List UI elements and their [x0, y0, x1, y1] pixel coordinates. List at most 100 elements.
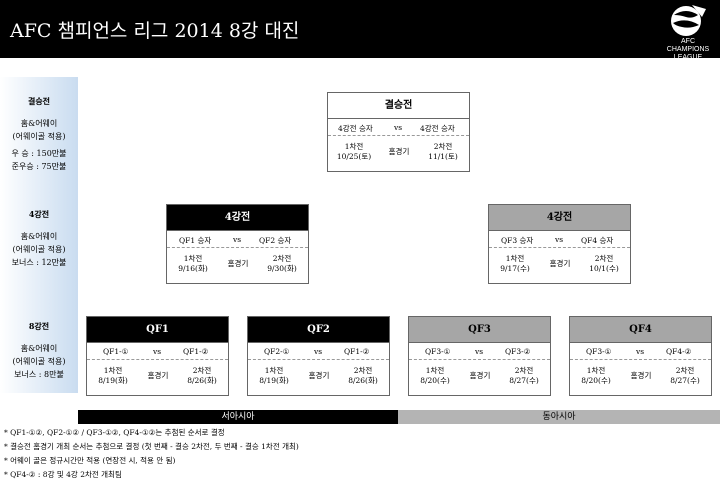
final-leg1: 1차전 10/25(토)	[334, 142, 374, 162]
qf1-leg1: 1차전 8/19(화)	[93, 366, 133, 386]
qf2-matchup: QF2-① vs QF1-②	[248, 343, 389, 360]
qf4-home-away: 홈경기	[630, 371, 652, 380]
qf2-team2: QF1-②	[344, 347, 370, 356]
final-leg2-date: 11/1(토)	[428, 152, 458, 161]
qf4-matchup: QF3-① vs QF4-②	[570, 343, 711, 360]
qf3-vs: vs	[475, 347, 484, 356]
qf2-leg1-date: 8/19(화)	[259, 376, 289, 385]
semi-format: 홈&어웨이	[20, 232, 58, 241]
qf4-leg1: 1차전 8/20(수)	[576, 366, 616, 386]
final-home-away: 홈경기	[388, 147, 410, 156]
qf4-vs: vs	[636, 347, 645, 356]
logo-line-champions: CHAMPIONS	[666, 46, 710, 53]
qf4-leg2: 2차전 8/27(수)	[664, 366, 706, 386]
final-prize-runnerup: 준우승 : 75만불	[11, 162, 67, 171]
note-item: * 어웨이 골은 정규시간만 적용 (연장전 시, 적용 안 됨)	[4, 456, 176, 465]
semi-info: 4강전 홈&어웨이 (어웨이골 적용) 보너스 : 12만불	[0, 208, 78, 269]
qf4-leg1-label: 1차전	[586, 366, 606, 375]
final-team2: 4강전 승자	[420, 124, 455, 133]
semi-left-team1: QF1 승자	[179, 236, 212, 245]
qf1-leg1-label: 1차전	[103, 366, 123, 375]
final-info: 결승전 홈&어웨이 (어웨이골 적용) 우 승 : 150만불 준우승 : 75…	[0, 95, 78, 173]
semi-away-goal: (어웨이골 적용)	[12, 245, 66, 254]
semi-right-title: 4강전	[489, 205, 630, 231]
qf3-matchup: QF3-① vs QF3-②	[409, 343, 550, 360]
qf3-leg1-label: 1차전	[425, 366, 445, 375]
semi-right-home-away: 홈경기	[549, 259, 571, 268]
semi-right-leg1-date: 9/17(수)	[500, 264, 530, 273]
quarter-away-goal: (어웨이골 적용)	[12, 357, 66, 366]
final-prize-winner: 우 승 : 150만불	[11, 149, 67, 158]
semi-card-right: 4강전 QF3 승자 vs QF4 승자 1차전 9/17(수) 홈경기 2차전…	[488, 204, 631, 284]
semi-left-leg2: 2차전 9/30(화)	[261, 254, 303, 274]
quarter-bonus: 보너스 : 8만불	[14, 370, 64, 379]
semi-left-schedule: 1차전 9/16(화) 홈경기 2차전 9/30(화)	[167, 248, 308, 285]
final-title: 결승전	[328, 93, 469, 119]
logo-line-afc: AFC	[681, 38, 695, 45]
final-away-goal: (어웨이골 적용)	[12, 132, 66, 141]
semi-left-title: 4강전	[167, 205, 308, 231]
afc-champions-league-logo-icon	[671, 5, 706, 36]
region-east-asia: 동아시아	[398, 410, 720, 424]
final-round-label: 결승전	[27, 96, 51, 106]
logo-text: AFC CHAMPIONS LEAGUE	[656, 38, 720, 62]
qf2-team1: QF2-①	[264, 347, 290, 356]
qf4-team2: QF4-②	[666, 347, 692, 356]
semi-right-leg2-label: 2차전	[594, 254, 614, 263]
qf3-card: QF3 QF3-① vs QF3-② 1차전 8/20(수) 홈경기 2차전 8…	[408, 316, 551, 396]
logo-line-league: LEAGUE	[673, 54, 703, 61]
semi-left-home-away: 홈경기	[227, 259, 249, 268]
semi-right-leg2-date: 10/1(수)	[589, 264, 619, 273]
semi-left-vs: vs	[233, 235, 242, 244]
final-schedule: 1차전 10/25(토) 홈경기 2차전 11/1(토)	[328, 136, 469, 173]
qf1-team1: QF1-①	[103, 347, 129, 356]
qf3-title: QF3	[409, 317, 550, 343]
qf3-leg2: 2차전 8/27(수)	[503, 366, 545, 386]
semi-right-leg1-label: 1차전	[505, 254, 525, 263]
qf2-leg2-date: 8/26(화)	[348, 376, 378, 385]
quarter-round-label: 8강전	[28, 321, 50, 331]
final-matchup: 4강전 승자 vs 4강전 승자	[328, 119, 469, 136]
qf1-schedule: 1차전 8/19(화) 홈경기 2차전 8/26(화)	[87, 360, 228, 397]
final-leg1-label: 1차전	[344, 142, 364, 151]
final-leg2: 2차전 11/1(토)	[422, 142, 464, 162]
semi-right-matchup: QF3 승자 vs QF4 승자	[489, 231, 630, 248]
final-vs: vs	[394, 123, 403, 132]
header-bar: AFC 챔피언스 리그 2014 8강 대진 AFC CHAMPIONS LEA…	[0, 0, 720, 61]
qf2-title: QF2	[248, 317, 389, 343]
semi-right-vs: vs	[555, 235, 564, 244]
semi-right-schedule: 1차전 9/17(수) 홈경기 2차전 10/1(수)	[489, 248, 630, 285]
final-card: 결승전 4강전 승자 vs 4강전 승자 1차전 10/25(토) 홈경기 2차…	[327, 92, 470, 172]
qf3-home-away: 홈경기	[469, 371, 491, 380]
semi-left-team2: QF2 승자	[259, 236, 292, 245]
qf2-schedule: 1차전 8/19(화) 홈경기 2차전 8/26(화)	[248, 360, 389, 397]
semi-left-leg1: 1차전 9/16(화)	[173, 254, 213, 274]
qf2-leg2-label: 2차전	[353, 366, 373, 375]
qf4-team1: QF3-①	[586, 347, 612, 356]
qf2-home-away: 홈경기	[308, 371, 330, 380]
semi-left-leg2-date: 9/30(화)	[267, 264, 297, 273]
qf2-leg1: 1차전 8/19(화)	[254, 366, 294, 386]
qf1-team2: QF1-②	[183, 347, 209, 356]
semi-right-leg1: 1차전 9/17(수)	[495, 254, 535, 274]
semi-left-leg2-label: 2차전	[272, 254, 292, 263]
qf1-title: QF1	[87, 317, 228, 343]
qf3-team2: QF3-②	[505, 347, 531, 356]
quarter-format: 홈&어웨이	[20, 344, 58, 353]
qf3-leg2-label: 2차전	[514, 366, 534, 375]
semi-bonus: 보너스 : 12만불	[11, 258, 67, 267]
qf1-leg2-label: 2차전	[192, 366, 212, 375]
semi-card-left: 4강전 QF1 승자 vs QF2 승자 1차전 9/16(화) 홈경기 2차전…	[166, 204, 309, 284]
note-item: * QF4-② : 8강 및 4강 2차전 개최팀	[4, 470, 122, 479]
qf4-title: QF4	[570, 317, 711, 343]
semi-left-leg1-label: 1차전	[183, 254, 203, 263]
qf1-home-away: 홈경기	[147, 371, 169, 380]
final-team1: 4강전 승자	[338, 124, 373, 133]
qf1-leg2: 2차전 8/26(화)	[181, 366, 223, 386]
semi-right-team1: QF3 승자	[501, 236, 534, 245]
semi-right-team2: QF4 승자	[581, 236, 614, 245]
note-item: * QF1-①②, QF2-①② / QF3-①②, QF4-①②는 추첨된 순…	[4, 428, 225, 437]
region-west-asia: 서아시아	[78, 410, 398, 424]
quarter-info: 8강전 홈&어웨이 (어웨이골 적용) 보너스 : 8만불	[0, 320, 78, 381]
qf1-leg1-date: 8/19(화)	[98, 376, 128, 385]
